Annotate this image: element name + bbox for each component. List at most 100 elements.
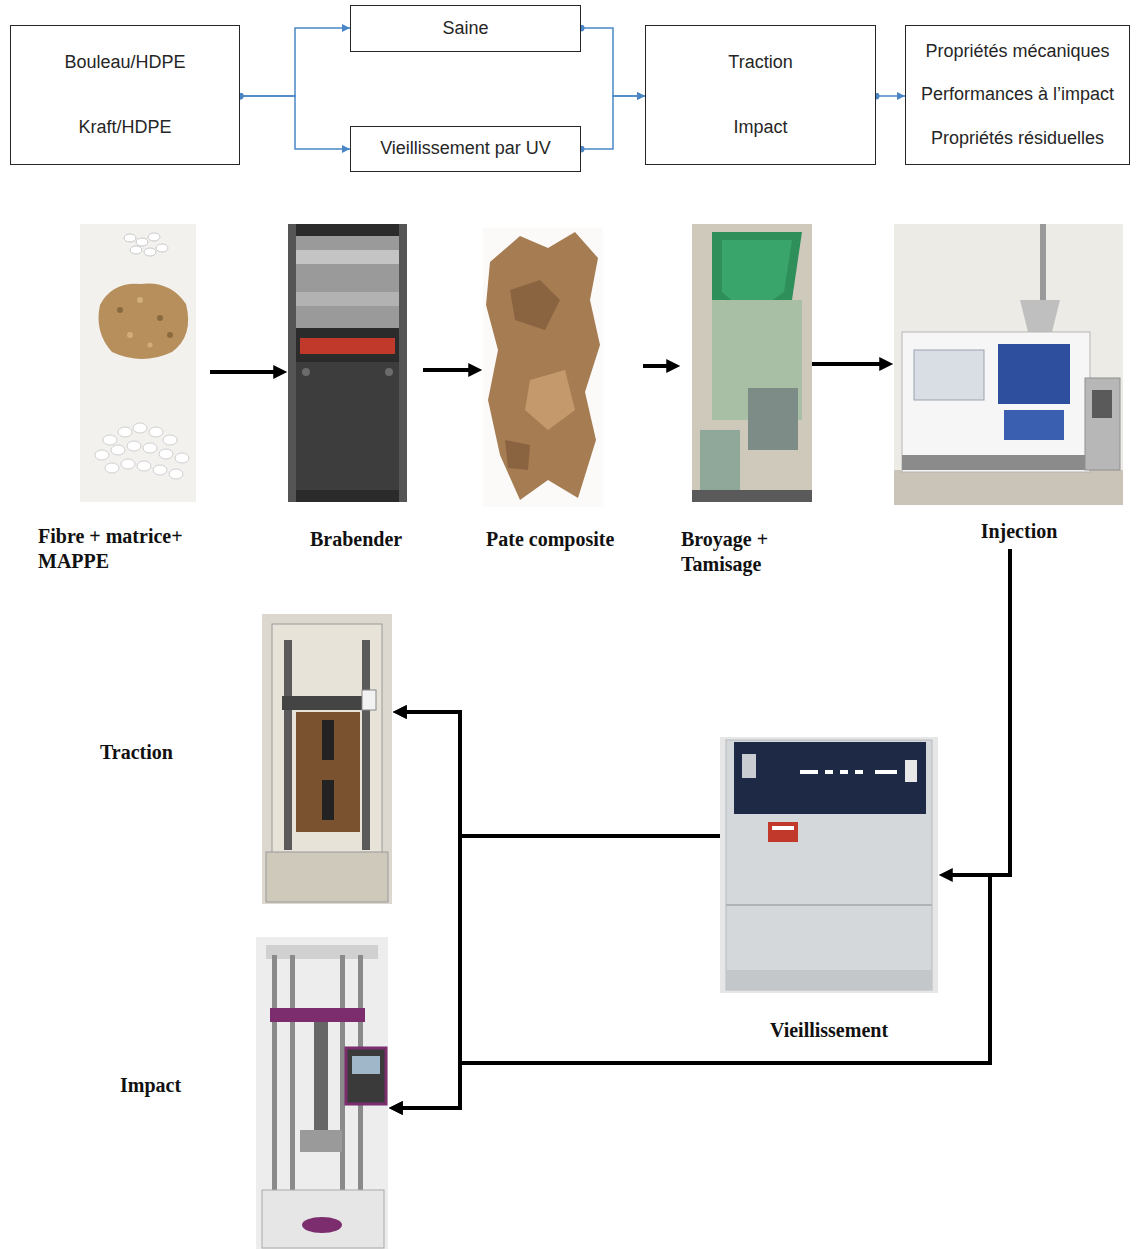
- materials-photo: [169, 469, 183, 479]
- injection-machine-photo: [902, 455, 1090, 470]
- impact-tower-photo: [256, 937, 388, 1249]
- flow-arrow: [394, 549, 1010, 1108]
- uv-chamber-photo: [800, 770, 818, 774]
- flow-arrow: [210, 370, 282, 374]
- flow-arrow: [812, 362, 888, 366]
- grinder-photo: [692, 224, 812, 502]
- flow-arrow: [581, 28, 645, 96]
- mixer-photo: [385, 368, 393, 376]
- uv-chamber-photo: [720, 737, 938, 993]
- composite-paste-photo: [505, 440, 530, 470]
- impact-tower-photo: [256, 937, 388, 1249]
- photo-caption: Injection: [954, 519, 1084, 544]
- uv-chamber-photo: [772, 826, 794, 830]
- materials-photo: [148, 343, 153, 348]
- materials-photo: [111, 445, 125, 455]
- composite-paste-photo: [525, 370, 575, 430]
- flow-arrow: [240, 28, 350, 96]
- grinder-photo: [700, 430, 740, 490]
- injection-machine-photo: [914, 350, 984, 400]
- materials-photo: [144, 248, 156, 256]
- tensile-tester-photo: [362, 640, 370, 850]
- photo-caption: Fibre + matrice+ MAPPE: [38, 524, 210, 574]
- tensile-tester-photo: [362, 690, 376, 710]
- process-box: Propriétés mécaniquesPerformances à l’im…: [905, 25, 1130, 165]
- process-box: TractionImpact: [645, 25, 876, 165]
- box-label: Bouleau/HDPE: [64, 52, 185, 74]
- photo-caption: Vieillissement: [720, 1018, 938, 1043]
- flow-arrow: [581, 96, 645, 149]
- uv-chamber-photo: [768, 822, 798, 842]
- injection-machine-photo: [1020, 300, 1060, 332]
- materials-photo: [80, 224, 196, 502]
- materials-photo: [95, 450, 109, 460]
- materials-photo: [137, 461, 151, 471]
- mixer-photo: [296, 362, 399, 490]
- tensile-tester-photo: [322, 780, 334, 820]
- flow-arrow: [398, 712, 720, 836]
- composite-paste-photo: [483, 228, 603, 507]
- box-label: Performances à l’impact: [921, 84, 1114, 106]
- grinder-photo: [692, 490, 812, 502]
- process-box: Saine: [350, 5, 581, 52]
- injection-machine-photo: [1004, 410, 1064, 440]
- injection-machine-photo: [902, 332, 1090, 472]
- uv-chamber-photo: [825, 770, 833, 774]
- mixer-photo: [296, 292, 399, 306]
- box-label: Saine: [442, 18, 488, 40]
- uv-chamber-photo: [875, 770, 897, 774]
- box-label: Kraft/HDPE: [78, 117, 171, 139]
- impact-tower-photo: [302, 1217, 342, 1233]
- materials-photo: [143, 443, 157, 453]
- materials-photo: [167, 332, 173, 338]
- injection-machine-photo: [1092, 390, 1112, 418]
- flow-arrow: [240, 96, 350, 149]
- materials-photo: [118, 427, 132, 437]
- tensile-tester-photo: [322, 720, 334, 760]
- photo-panel: Injection: [894, 224, 1123, 549]
- photo-panel: Fibre + matrice+ MAPPE: [38, 224, 210, 584]
- materials-photo: [163, 435, 177, 445]
- impact-tower-photo: [352, 1056, 380, 1074]
- impact-tower-photo: [270, 1008, 365, 1022]
- materials-photo: [105, 463, 119, 473]
- photo-caption: Broyage + Tamisage: [681, 527, 806, 577]
- materials-photo: [127, 332, 133, 338]
- photo-panel: Vieillissement: [720, 737, 938, 1047]
- mixer-photo: [296, 236, 399, 328]
- flow-arrow: [876, 95, 905, 97]
- tensile-tester-photo: [282, 696, 372, 710]
- materials-photo: [136, 238, 148, 246]
- materials-photo: [149, 427, 163, 437]
- uv-chamber-photo: [855, 770, 863, 774]
- grinder-photo: [692, 224, 812, 502]
- process-box: Bouleau/HDPE Kraft/HDPE: [10, 25, 240, 165]
- photo-panel: Brabender: [288, 224, 423, 554]
- injection-machine-photo: [894, 224, 1123, 505]
- materials-photo: [127, 441, 141, 451]
- box-label: Vieillissement par UV: [380, 138, 551, 160]
- materials-photo: [137, 297, 143, 303]
- mixer-photo: [288, 224, 407, 502]
- materials-photo: [153, 465, 167, 475]
- tensile-tester-photo: [272, 624, 382, 854]
- photo-panel: Broyage + Tamisage: [681, 224, 812, 584]
- photo-caption: Brabender: [310, 527, 423, 552]
- photo-caption: Traction: [100, 740, 240, 765]
- materials-photo: [175, 453, 189, 463]
- box-label: Propriétés résiduelles: [931, 128, 1104, 150]
- materials-photo: [133, 423, 147, 433]
- materials-photo: [117, 307, 123, 313]
- photo-caption: Impact: [120, 1073, 250, 1098]
- mixer-photo: [296, 250, 399, 264]
- flow-arrow: [944, 549, 1010, 875]
- impact-tower-photo: [300, 1130, 342, 1152]
- tensile-tester-photo: [284, 640, 292, 850]
- uv-chamber-photo: [726, 740, 932, 990]
- materials-photo: [157, 315, 163, 321]
- flow-arrow: [423, 368, 477, 372]
- mixer-photo: [288, 224, 407, 502]
- mixer-photo: [288, 224, 296, 502]
